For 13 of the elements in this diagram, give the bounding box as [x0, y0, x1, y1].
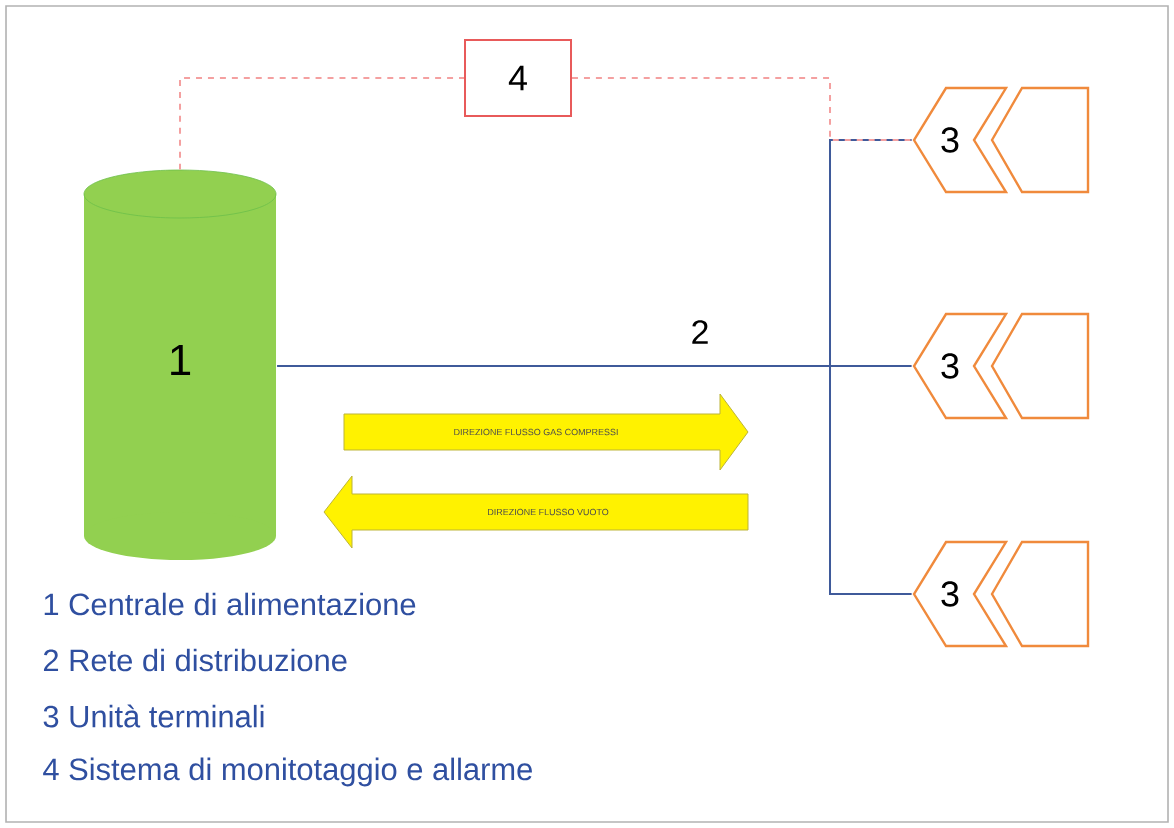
connector-line: [179, 77, 465, 171]
tank-cylinder: 1: [83, 169, 277, 560]
connector-line: [571, 77, 913, 141]
legend-text: 2 Rete di distribuzione: [43, 648, 347, 672]
terminal-unit: 3: [912, 540, 1090, 648]
terminal-unit: 3: [912, 86, 1090, 194]
connector-line: [276, 365, 913, 595]
terminal-unit: 3: [912, 312, 1090, 420]
legend-text: 4 Sistema di monitotaggio e allarme: [43, 757, 532, 787]
edge-label: 2: [688, 318, 712, 346]
monitoring-box: 4: [464, 39, 572, 117]
legend-text: 1 Centrale di alimentazione: [44, 592, 416, 616]
legend-text: 3 Unità terminali: [43, 704, 264, 728]
